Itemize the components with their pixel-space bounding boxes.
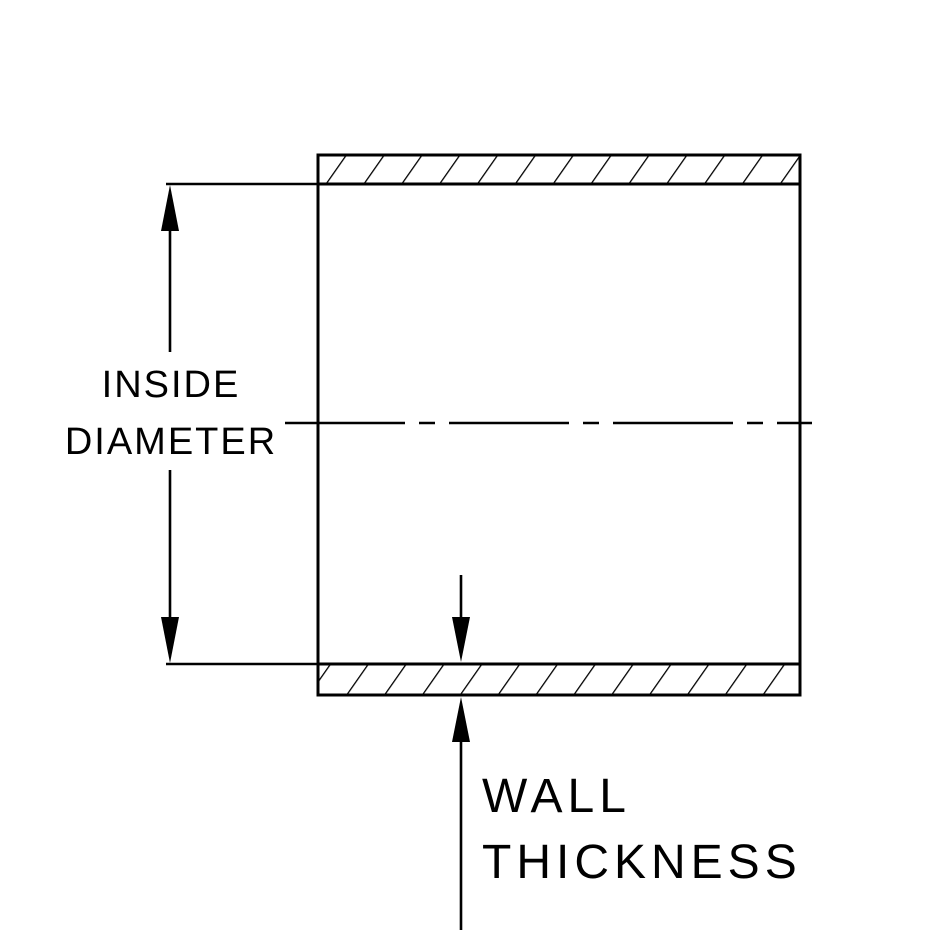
wall-thickness-dimension: WALL THICKNESS	[452, 575, 802, 930]
tube-body-outline	[316, 153, 802, 697]
arrowhead-up-icon	[452, 697, 470, 742]
arrowhead-down-icon	[161, 617, 179, 663]
wall-thickness-label-line1: WALL	[482, 770, 631, 823]
arrowhead-down-icon	[452, 617, 470, 662]
wall-thickness-label-line2: THICKNESS	[482, 836, 802, 889]
inside-diameter-label-line2: DIAMETER	[65, 421, 277, 463]
top-wall-hatch	[316, 153, 802, 186]
bottom-wall-hatch	[316, 662, 802, 697]
inside-diameter-label-line1: INSIDE	[102, 364, 241, 406]
inside-diameter-dimension: INSIDE DIAMETER	[65, 182, 318, 666]
arrowhead-up-icon	[161, 185, 179, 231]
